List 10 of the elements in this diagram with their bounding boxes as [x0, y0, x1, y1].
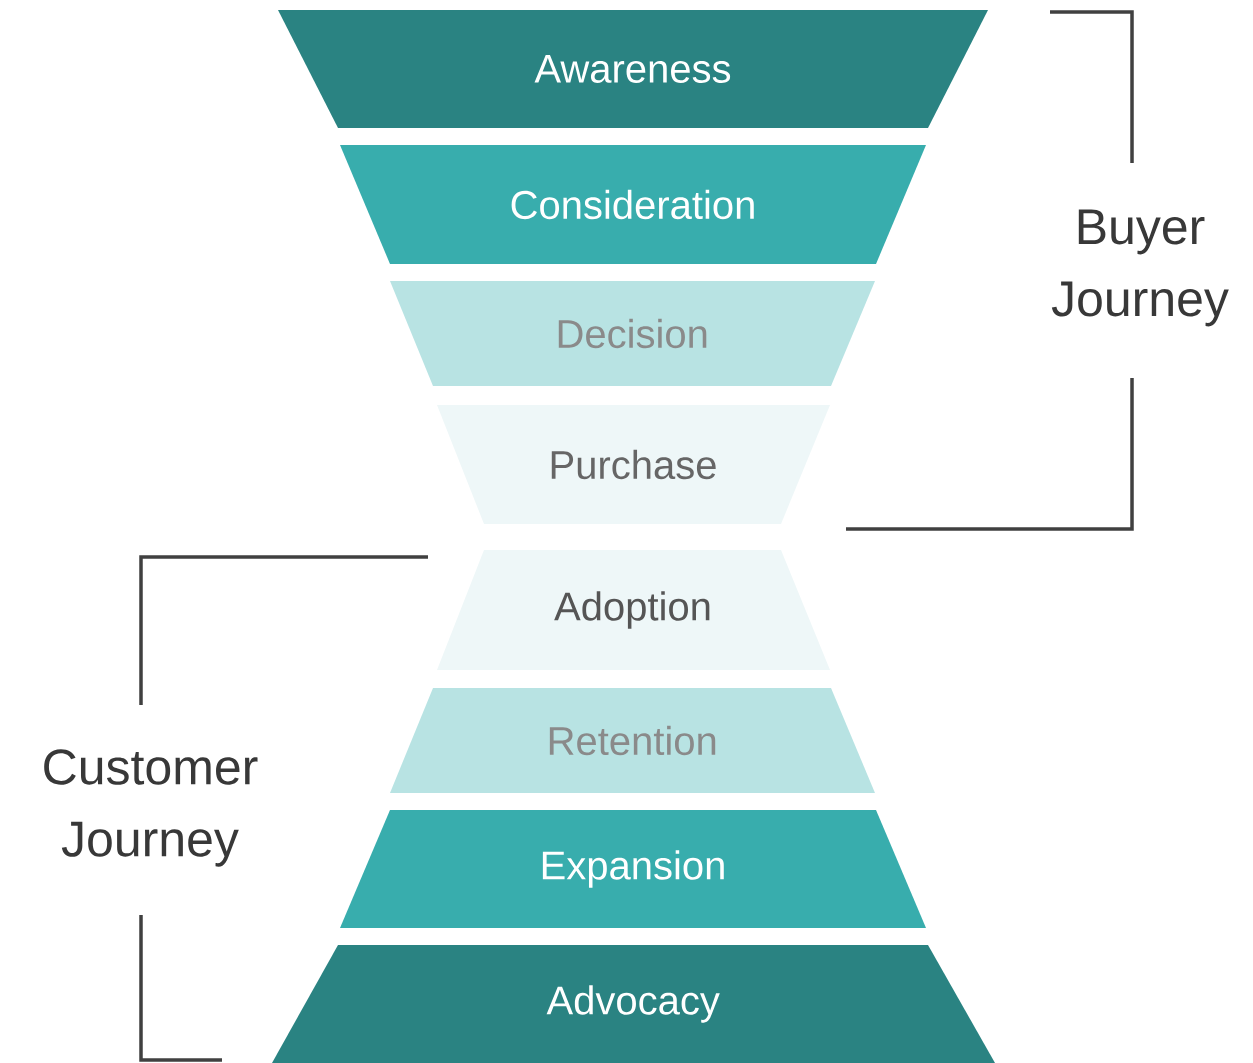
funnel-band: Decision — [390, 281, 875, 386]
funnel-band: Expansion — [340, 810, 926, 928]
funnel-band: Adoption — [437, 550, 830, 670]
funnel-band: Advocacy — [272, 945, 995, 1063]
funnel-band: Purchase — [437, 405, 830, 524]
funnel-band: Retention — [390, 688, 875, 793]
bracket-label: Buyer Journey — [1051, 209, 1229, 327]
funnel-band: Consideration — [340, 145, 926, 264]
funnel-band: Awareness — [278, 10, 988, 128]
bracket-label: Customer Journey — [44, 749, 258, 867]
